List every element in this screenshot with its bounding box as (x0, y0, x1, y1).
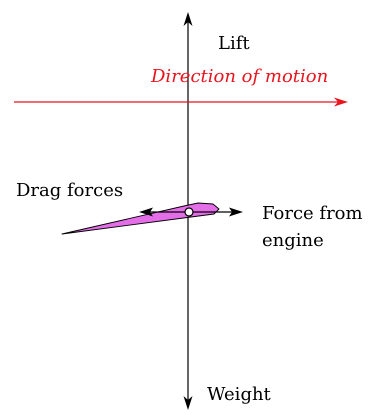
direction-of-motion-label: Direction of motion (151, 66, 329, 87)
lift-label: Lift (218, 33, 250, 54)
engine-arrowhead (229, 207, 243, 217)
aircraft-body (61, 202, 220, 235)
drag-forces-label: Drag forces (16, 180, 124, 201)
motion-arrowhead (334, 97, 348, 107)
force-from-engine-label: Force from engine (262, 203, 363, 251)
lift-arrowhead (183, 12, 193, 26)
center-point (184, 207, 194, 217)
weight-arrowhead (183, 396, 193, 410)
drag-arrowhead (139, 207, 153, 217)
weight-label: Weight (207, 384, 271, 405)
